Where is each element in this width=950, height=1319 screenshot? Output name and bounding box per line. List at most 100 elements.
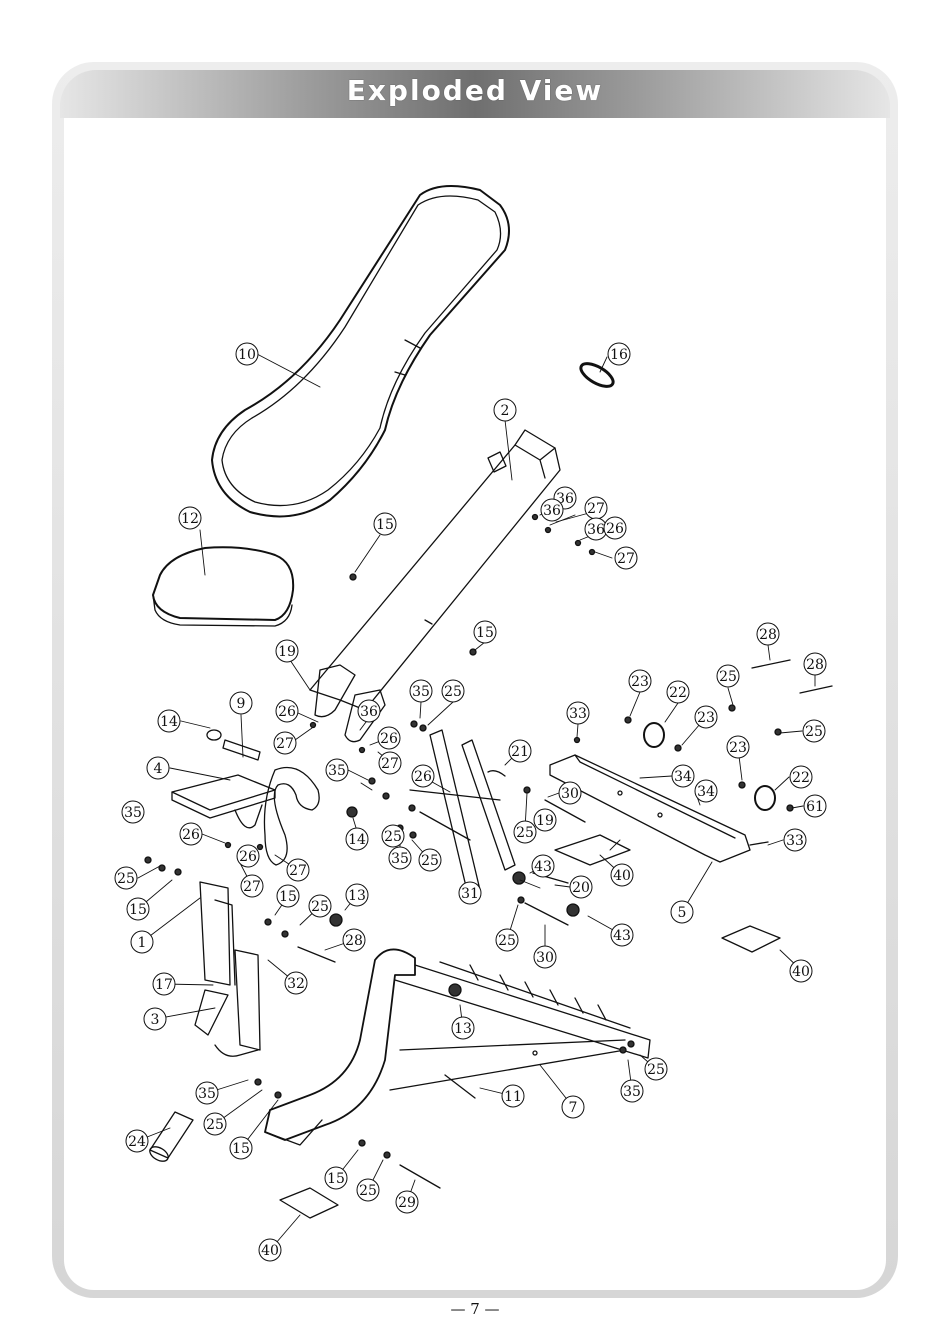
- callout: 27: [287, 859, 309, 881]
- callout: 9: [230, 692, 252, 714]
- svg-text:22: 22: [669, 685, 687, 701]
- svg-text:35: 35: [623, 1084, 641, 1100]
- callout: 25: [382, 825, 404, 847]
- callout: 16: [608, 343, 630, 365]
- svg-text:21: 21: [511, 744, 529, 760]
- svg-text:26: 26: [380, 731, 398, 747]
- svg-text:27: 27: [381, 756, 399, 772]
- seat-pad: [153, 547, 293, 626]
- svg-text:10: 10: [238, 347, 256, 363]
- callout: 14: [346, 828, 368, 850]
- svg-text:15: 15: [376, 517, 394, 533]
- svg-text:26: 26: [239, 849, 257, 865]
- svg-text:25: 25: [805, 724, 823, 740]
- callout: 19: [276, 640, 298, 662]
- svg-text:17: 17: [155, 977, 173, 993]
- svg-text:15: 15: [129, 902, 147, 918]
- svg-text:32: 32: [287, 976, 305, 992]
- svg-text:2: 2: [501, 403, 510, 419]
- svg-text:19: 19: [536, 813, 554, 829]
- svg-text:36: 36: [587, 522, 605, 538]
- callout: 15: [325, 1167, 347, 1189]
- svg-text:28: 28: [759, 627, 777, 643]
- callout: 27: [241, 875, 263, 897]
- callout: 35: [621, 1080, 643, 1102]
- svg-text:30: 30: [561, 786, 579, 802]
- svg-text:27: 27: [276, 736, 294, 752]
- svg-text:5: 5: [678, 905, 687, 921]
- svg-text:25: 25: [498, 933, 516, 949]
- callout: 13: [452, 1017, 474, 1039]
- svg-text:11: 11: [504, 1089, 522, 1105]
- callout: 27: [615, 547, 637, 569]
- svg-text:40: 40: [792, 964, 810, 980]
- callout: 22: [790, 766, 812, 788]
- svg-text:30: 30: [536, 950, 554, 966]
- callout: 26: [237, 845, 259, 867]
- callout: 26: [180, 823, 202, 845]
- callout: 23: [727, 736, 749, 758]
- callout: 25: [204, 1113, 226, 1135]
- svg-text:31: 31: [461, 886, 479, 902]
- callout: 28: [343, 929, 365, 951]
- svg-text:27: 27: [289, 863, 307, 879]
- callout: 40: [790, 960, 812, 982]
- callout: 36: [541, 499, 563, 521]
- callout: 36: [358, 700, 380, 722]
- callout: 28: [804, 653, 826, 675]
- svg-text:26: 26: [182, 827, 200, 843]
- svg-text:25: 25: [384, 829, 402, 845]
- backrest-tube: [310, 430, 560, 742]
- svg-text:35: 35: [412, 684, 430, 700]
- svg-text:14: 14: [160, 714, 178, 730]
- callout: 33: [784, 829, 806, 851]
- callout: 35: [326, 759, 348, 781]
- callout: 3: [144, 1008, 166, 1030]
- callout: 17: [153, 973, 175, 995]
- svg-text:23: 23: [729, 740, 747, 756]
- svg-text:14: 14: [348, 832, 366, 848]
- callout: 23: [629, 670, 651, 692]
- svg-text:19: 19: [278, 644, 296, 660]
- svg-text:27: 27: [587, 501, 605, 517]
- callout: 40: [611, 864, 633, 886]
- callout: 26: [412, 765, 434, 787]
- callout: 30: [534, 946, 556, 968]
- svg-text:1: 1: [138, 935, 147, 951]
- callout: 25: [309, 895, 331, 917]
- svg-text:25: 25: [311, 899, 329, 915]
- rear-stabilizer: [550, 755, 750, 862]
- callout: 26: [604, 517, 626, 539]
- callout: 31: [459, 882, 481, 904]
- svg-text:35: 35: [124, 805, 142, 821]
- callout: 25: [419, 849, 441, 871]
- callout: 43: [611, 924, 633, 946]
- callout: 19: [534, 809, 556, 831]
- svg-text:27: 27: [243, 879, 261, 895]
- svg-text:29: 29: [398, 1195, 416, 1211]
- svg-text:15: 15: [327, 1171, 345, 1187]
- svg-text:27: 27: [617, 551, 635, 567]
- callout: 35: [410, 680, 432, 702]
- svg-text:33: 33: [786, 833, 804, 849]
- callout: 25: [717, 665, 739, 687]
- callout: 26: [378, 727, 400, 749]
- svg-text:15: 15: [476, 625, 494, 641]
- callout: 35: [196, 1082, 218, 1104]
- svg-text:23: 23: [631, 674, 649, 690]
- callout: 2: [494, 399, 516, 421]
- svg-text:35: 35: [198, 1086, 216, 1102]
- svg-text:13: 13: [454, 1021, 472, 1037]
- callout: 25: [645, 1058, 667, 1080]
- svg-text:4: 4: [154, 761, 163, 777]
- svg-text:22: 22: [792, 770, 810, 786]
- callout: 1: [131, 931, 153, 953]
- svg-text:61: 61: [806, 799, 824, 815]
- callout: 14: [158, 710, 180, 732]
- svg-text:36: 36: [543, 503, 561, 519]
- svg-text:40: 40: [261, 1243, 279, 1259]
- callout: 27: [379, 752, 401, 774]
- svg-text:34: 34: [674, 769, 692, 785]
- callout: 34: [695, 780, 717, 802]
